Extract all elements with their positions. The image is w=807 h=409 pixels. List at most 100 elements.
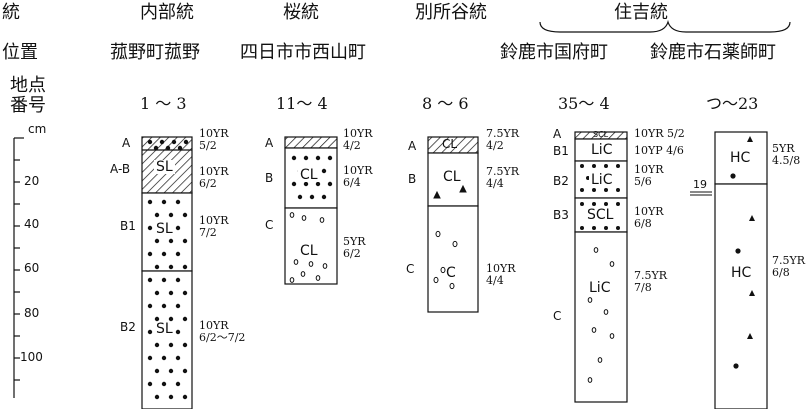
texture-dot: [148, 200, 152, 204]
texture-dot: [616, 188, 620, 192]
horizon-label: B1: [553, 145, 569, 157]
horizon-label: B: [265, 172, 273, 184]
texture-dot: [155, 239, 159, 243]
texture-label: CL: [443, 170, 461, 184]
texture-label: SL: [154, 160, 175, 174]
texture-dot: [310, 195, 314, 199]
texture-dot: [155, 395, 159, 399]
texture-dot: [316, 156, 320, 160]
munsell-color: 10YR 6/2～7/2: [199, 320, 245, 343]
texture-label: SL: [154, 322, 175, 336]
series-brace: [540, 22, 790, 32]
munsell-color: 7.5YR 4/4: [486, 166, 519, 189]
texture-dot: [169, 343, 173, 347]
profile-column-3: [428, 137, 478, 312]
texture-dot: [176, 356, 180, 360]
texture-dot: [292, 156, 296, 160]
texture-dot: [580, 188, 584, 192]
munsell-color: 10YR 6/2: [199, 166, 229, 189]
munsell-color: 5YR 6/2: [343, 236, 366, 259]
munsell-color: 10YR 5/2: [634, 128, 685, 140]
texture-dot: [580, 226, 584, 230]
texture-dot: [169, 265, 173, 269]
munsell-color: 5YR 4.5/8: [772, 143, 800, 166]
profile-column-1: [142, 137, 192, 409]
texture-dot: [176, 330, 180, 334]
horizon-label: C: [406, 263, 414, 275]
texture-dot: [592, 226, 596, 230]
texture-dot: [162, 304, 166, 308]
texture-dot: [616, 164, 620, 168]
texture-dot: [328, 182, 332, 186]
texture-dot: [155, 343, 159, 347]
texture-dot: [183, 369, 187, 373]
munsell-color: 7.5YR 6/8: [772, 255, 805, 278]
texture-dot: [176, 382, 180, 386]
texture-dot: [148, 140, 152, 144]
horizon-label: A: [265, 137, 273, 149]
texture-dot: [322, 195, 326, 199]
texture-dot: [592, 164, 596, 168]
texture-dot: [172, 140, 176, 144]
texture-dot: [169, 213, 173, 217]
texture-dot: [176, 278, 180, 282]
texture-dot: [183, 239, 187, 243]
munsell-color: 10YR 4/4: [486, 263, 516, 286]
horizon-label: C: [553, 310, 561, 322]
texture-dot: [169, 395, 173, 399]
texture-dot: [169, 239, 173, 243]
texture-dot: [162, 356, 166, 360]
texture-label: SCL: [585, 208, 615, 222]
texture-dot: [169, 369, 173, 373]
munsell-color: 10YR 5/6: [634, 164, 664, 187]
texture-dot: [162, 252, 166, 256]
side-mark-label: 19: [693, 179, 707, 190]
texture-dot: [616, 226, 620, 230]
texture-dot: [148, 330, 152, 334]
texture-dot: [183, 317, 187, 321]
texture-dot: [604, 164, 608, 168]
texture-dot: [160, 140, 164, 144]
texture-dot: [322, 169, 326, 173]
texture-dot: [298, 195, 302, 199]
texture-dot: [176, 304, 180, 308]
texture-dot: [580, 202, 584, 206]
texture-dot: [183, 395, 187, 399]
texture-dot: [148, 278, 152, 282]
texture-label: SL: [154, 222, 175, 236]
texture-dot: [148, 382, 152, 386]
texture-label: LiC: [589, 173, 614, 187]
texture-dot: [592, 188, 596, 192]
texture-dot: [183, 213, 187, 217]
texture-dot: [155, 265, 159, 269]
texture-dot: [304, 156, 308, 160]
munsell-color: 10YR 6/8: [634, 206, 664, 229]
horizon-label: A-B: [110, 163, 130, 175]
munsell-color: 7.5YR 4/2: [486, 128, 519, 151]
texture-label: HC: [731, 266, 751, 280]
munsell-color: 7.5YR 7/8: [634, 270, 667, 293]
horizon-label: A: [122, 137, 130, 149]
horizon-label: B2: [553, 175, 569, 187]
texture-dot: [328, 156, 332, 160]
texture-dot: [169, 291, 173, 295]
column-5-side-mark: [690, 192, 712, 195]
horizon-label: B3: [553, 209, 569, 221]
texture-dot: [148, 356, 152, 360]
texture-dot: [148, 226, 152, 230]
texture-dot: [592, 202, 596, 206]
texture-dot: [166, 146, 170, 150]
texture-dot: [154, 146, 158, 150]
texture-label: HC: [730, 151, 750, 165]
munsell-color: 10YR 4/2: [343, 128, 373, 151]
texture-dot: [184, 140, 188, 144]
munsell-color: 10YR 5/2: [199, 128, 229, 151]
texture-dot: [604, 188, 608, 192]
horizon-label: B1: [120, 220, 136, 232]
horizon-label: A: [408, 140, 416, 152]
texture-dot: [155, 291, 159, 295]
texture-dot: [604, 226, 608, 230]
texture-label: CL: [298, 168, 320, 182]
texture-dot: [148, 304, 152, 308]
